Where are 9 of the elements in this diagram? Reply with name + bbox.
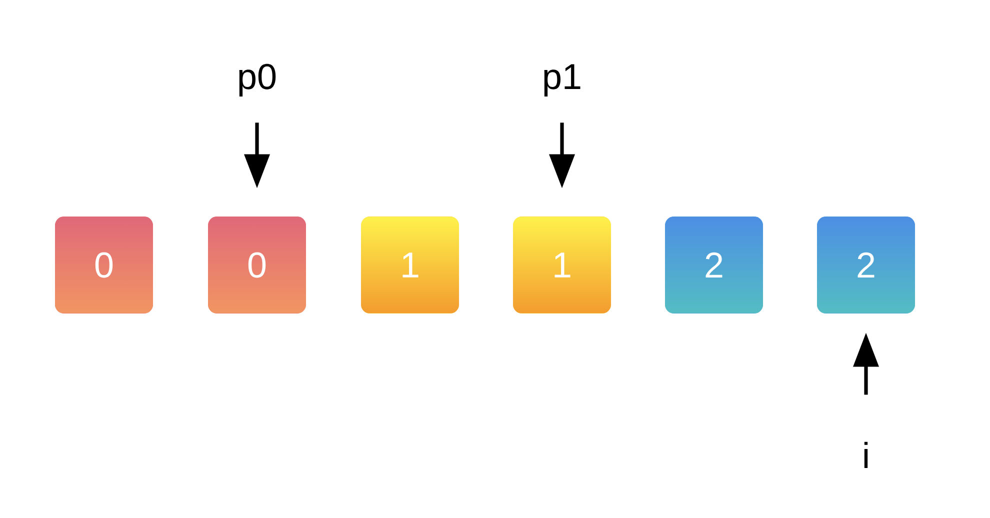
pointer-label: p0 (239, 64, 276, 96)
pointer-label: p1 (544, 64, 580, 96)
number-box: 2 (817, 216, 915, 314)
number-box: 0 (55, 216, 153, 314)
number-box: 1 (361, 216, 459, 314)
number-box: 1 (513, 216, 611, 314)
number-box: 2 (665, 216, 763, 314)
pointer-label: i (864, 442, 868, 468)
number-box: 0 (208, 216, 306, 314)
